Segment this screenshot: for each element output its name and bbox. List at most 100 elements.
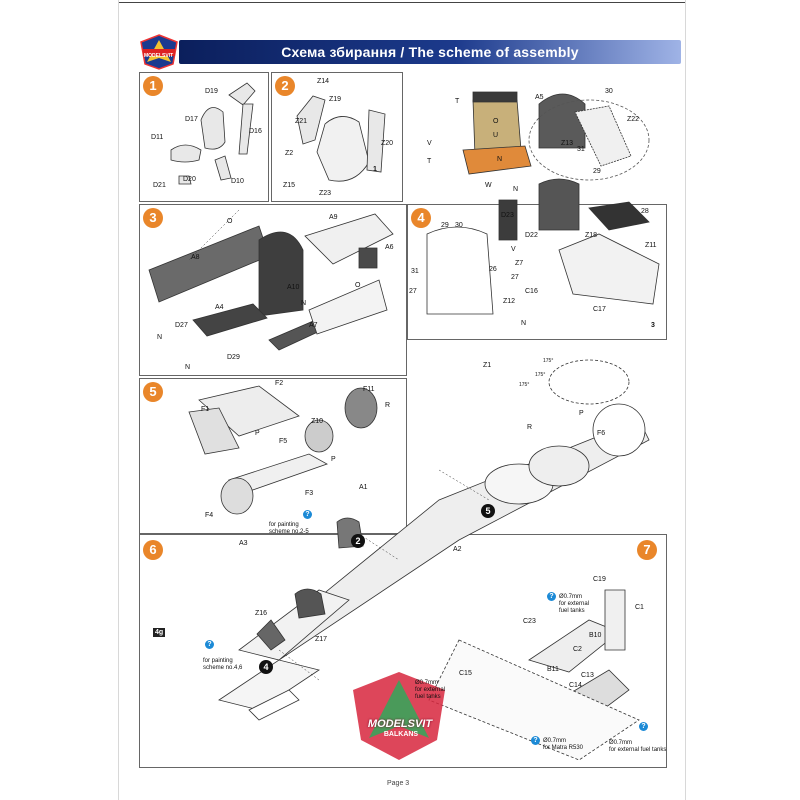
- drill-note: Ø0.7mm for Matra R530: [543, 738, 583, 752]
- step-number-7: 7: [637, 540, 657, 560]
- part-label: P: [579, 410, 584, 417]
- part-label: N: [513, 186, 519, 193]
- part-label: D11: [151, 134, 164, 141]
- watermark-sub: BALKANS: [383, 731, 419, 738]
- part-label: A2: [453, 546, 462, 553]
- part-label: Z21: [295, 118, 308, 125]
- part-label: D17: [185, 116, 198, 123]
- part-label: A8: [191, 254, 200, 261]
- callout-line: Ø0.7mm: [559, 594, 583, 600]
- drill-note: Ø0.7mm for external fuel tanks: [609, 740, 666, 754]
- part-label: P: [331, 456, 336, 463]
- part-label: 3: [651, 322, 655, 329]
- part-label: B11: [547, 666, 559, 673]
- part-label: D16: [249, 128, 262, 135]
- part-label: N: [521, 320, 527, 327]
- part-label: Z12: [503, 298, 516, 305]
- part-label: D29: [227, 354, 240, 361]
- callout-line: fuel tanks: [415, 694, 441, 700]
- angle-label: 175°: [519, 382, 530, 388]
- part-label: 28: [641, 208, 649, 215]
- part-label: R: [385, 402, 391, 409]
- callout-line: scheme no.2-5: [269, 529, 309, 535]
- assembly-drawings: [148, 82, 660, 761]
- info-icon: ?: [547, 592, 556, 601]
- callout-line: for Matra R530: [543, 745, 584, 751]
- part-label: Z16: [255, 610, 268, 617]
- part-label: Z2: [285, 150, 294, 157]
- part-label: Z18: [585, 232, 598, 239]
- part-label: C15: [459, 670, 472, 677]
- step-ref-5: 5: [481, 504, 495, 518]
- step-5-panel: [139, 378, 407, 534]
- modelsvit-logo: [140, 34, 178, 70]
- angle-label: 175°: [535, 372, 546, 378]
- part-label: Z17: [315, 636, 328, 643]
- part-label: N: [301, 300, 307, 307]
- part-label: Z14: [317, 78, 330, 85]
- info-icon: ?: [303, 510, 312, 519]
- part-label: O: [355, 282, 361, 289]
- part-label: W: [485, 182, 492, 189]
- part-label: Z22: [627, 116, 640, 123]
- part-label: F5: [279, 438, 288, 445]
- step-number-6: 6: [143, 540, 163, 560]
- part-label: B10: [589, 632, 602, 639]
- part-label: T: [427, 158, 432, 165]
- part-label: C23: [523, 618, 536, 625]
- part-label: 27: [409, 288, 417, 295]
- part-label: A3: [239, 540, 248, 547]
- part-label: A6: [385, 244, 394, 251]
- callout-line: for painting: [269, 522, 299, 528]
- part-label: C14: [569, 682, 582, 689]
- callout-line: Ø0.7mm: [415, 680, 439, 686]
- part-label: N: [157, 334, 163, 341]
- part-label: Z10: [311, 418, 324, 425]
- info-icon: ?: [639, 722, 648, 731]
- callout-line: scheme no.4,6: [203, 665, 243, 671]
- painting-note: for painting scheme no.2-5: [269, 522, 309, 536]
- part-label: Z13: [561, 140, 574, 147]
- part-label: A9: [329, 214, 338, 221]
- logo-text: MODELSVIT: [144, 53, 174, 59]
- part-label: 29: [593, 168, 601, 175]
- part-label: D22: [525, 232, 538, 239]
- info-icon: ?: [205, 640, 214, 649]
- part-label: 31: [411, 268, 419, 275]
- part-label: C13: [581, 672, 594, 679]
- part-label: Z1: [483, 362, 492, 369]
- part-label: D27: [175, 322, 188, 329]
- watermark-brand: MODELSVIT: [367, 718, 433, 730]
- part-label: V: [511, 246, 516, 253]
- part-label: D20: [183, 176, 196, 183]
- part-label: T: [455, 98, 460, 105]
- part-label: C1: [635, 604, 644, 611]
- callout-line: Ø0.7mm: [609, 740, 633, 746]
- step-2-panel: [271, 72, 403, 202]
- part-label: D10: [231, 178, 244, 185]
- part-label: F2: [275, 380, 284, 387]
- callout-line: fuel tanks: [559, 608, 585, 614]
- part-label: O: [493, 118, 499, 125]
- part-label: C2: [573, 646, 582, 653]
- part-label: V: [427, 140, 432, 147]
- step-number-2: 2: [275, 76, 295, 96]
- angle-label: 175°: [543, 358, 554, 364]
- part-label: 26: [489, 266, 497, 273]
- weight-label: 4g: [153, 628, 166, 637]
- part-label: 30: [605, 88, 613, 95]
- step-4-panel: [407, 204, 667, 340]
- step-number-3: 3: [143, 208, 163, 228]
- drill-note: Ø0.7mm for external fuel tanks: [559, 594, 589, 615]
- part-label: A10: [287, 284, 300, 291]
- step-1-panel: [139, 72, 269, 202]
- part-label: C19: [593, 576, 606, 583]
- part-label: Z15: [283, 182, 296, 189]
- painting-note: for painting scheme no.4,6: [203, 658, 242, 672]
- callout-line: for external fuel tanks: [609, 747, 667, 753]
- part-label: A1: [359, 484, 368, 491]
- callout-line: for external: [415, 687, 446, 693]
- part-label: F4: [205, 512, 214, 519]
- callout-line: for painting: [203, 658, 233, 664]
- part-label: D23: [501, 212, 514, 219]
